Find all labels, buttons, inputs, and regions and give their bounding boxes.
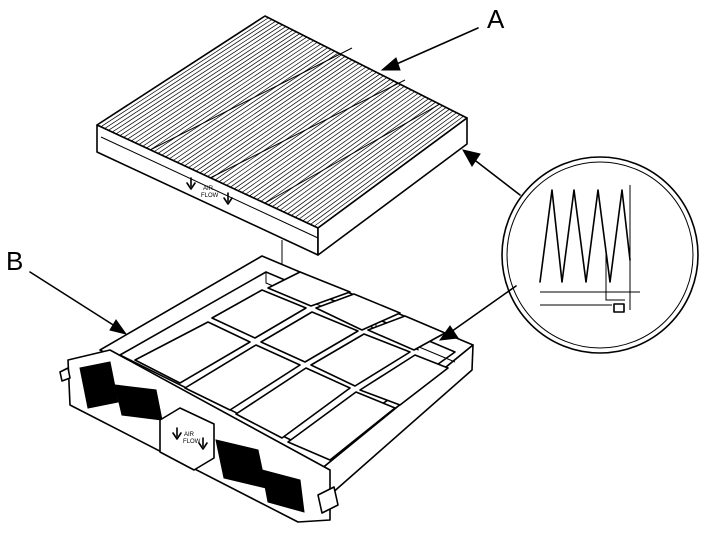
detail-hook bbox=[605, 250, 625, 301]
pleat-line bbox=[100, 17, 269, 128]
leader-detail-housing-arrowhead bbox=[438, 325, 459, 341]
pleat-line bbox=[302, 110, 454, 222]
pleat-line bbox=[203, 64, 363, 176]
pleat-detail-callout bbox=[501, 156, 699, 354]
housing-left-tab bbox=[59, 367, 71, 382]
pleat-line bbox=[142, 36, 307, 147]
pleat-line bbox=[294, 107, 447, 218]
airflow-down-arrow-icon bbox=[198, 437, 208, 450]
pleat-line bbox=[161, 45, 325, 156]
pleat-line bbox=[287, 103, 440, 215]
pleat-line bbox=[184, 56, 346, 167]
cabin-filter-element: AIR FLOW bbox=[96, 15, 468, 256]
pleat-line bbox=[245, 84, 402, 195]
pleat-line bbox=[249, 86, 405, 197]
airflow-down-arrow-icon bbox=[186, 177, 196, 190]
pleat-line bbox=[237, 80, 395, 191]
pleat-line bbox=[256, 89, 412, 200]
pleat-line bbox=[157, 43, 321, 154]
filter-front-edge bbox=[100, 136, 319, 239]
leader-detail-filter-arrowhead bbox=[462, 149, 481, 167]
filter-seams bbox=[149, 47, 441, 204]
leader-a-arrowhead bbox=[380, 57, 401, 71]
pleat-line bbox=[199, 63, 360, 174]
leader-detail-housing bbox=[447, 285, 517, 335]
leader-b bbox=[29, 271, 119, 329]
pleat-line bbox=[134, 33, 301, 144]
filter-side-face bbox=[317, 117, 468, 256]
pleat-line bbox=[306, 112, 457, 223]
pleat-line bbox=[173, 50, 335, 161]
detail-circle-inner bbox=[506, 161, 694, 349]
leader-b-arrowhead bbox=[109, 319, 128, 335]
pleat-line bbox=[104, 19, 273, 129]
pleat-line bbox=[180, 54, 342, 165]
pleat-line bbox=[112, 22, 280, 133]
pleat-line bbox=[176, 52, 339, 163]
pleat-line bbox=[253, 87, 408, 199]
leaders bbox=[29, 27, 521, 341]
housing-right-tab bbox=[317, 486, 339, 514]
callout-a: A bbox=[487, 4, 505, 34]
pleat-line bbox=[146, 38, 311, 149]
detail-circle bbox=[501, 156, 699, 354]
pleat-line bbox=[138, 35, 304, 145]
pleat-line bbox=[119, 26, 287, 136]
pleat-line bbox=[123, 28, 290, 138]
pleat-line bbox=[153, 42, 318, 152]
callout-b: B bbox=[6, 246, 23, 276]
airflow-label-air: AIR bbox=[203, 186, 214, 192]
leader-a bbox=[391, 27, 479, 67]
housing-front-windows bbox=[79, 361, 305, 513]
pleat-line bbox=[222, 73, 381, 184]
pleat-line bbox=[127, 29, 294, 140]
pleat-line bbox=[207, 66, 367, 177]
pleat-line bbox=[279, 100, 433, 211]
airflow-down-arrow-icon bbox=[172, 427, 182, 440]
pleat-line bbox=[169, 49, 332, 160]
airflow-down-arrow-icon bbox=[223, 192, 233, 205]
pleat-line bbox=[188, 57, 349, 168]
filter-pleats bbox=[100, 17, 464, 227]
airflow-label-flow: FLOW bbox=[201, 193, 219, 199]
filter-housing: AIR FLOW bbox=[59, 255, 474, 523]
pleat-line bbox=[192, 59, 353, 170]
pleat-line bbox=[260, 91, 415, 202]
housing-airflow-label-flow: FLOW bbox=[183, 439, 201, 445]
pleat-line bbox=[298, 108, 450, 220]
pleat-line bbox=[264, 93, 419, 204]
housing-airflow-marking: AIR FLOW bbox=[172, 427, 208, 450]
leader-detail-filter bbox=[471, 157, 521, 196]
detail-clip bbox=[613, 303, 625, 313]
pleat-line bbox=[211, 68, 370, 179]
pleat-line bbox=[272, 96, 426, 207]
housing-label-plate bbox=[159, 407, 215, 471]
pleat-line bbox=[233, 79, 391, 190]
filter-top-face bbox=[96, 15, 468, 229]
pleat-line bbox=[165, 47, 328, 158]
pleat-line bbox=[291, 105, 443, 216]
pleat-line bbox=[195, 61, 356, 172]
airflow-marking: AIR FLOW bbox=[186, 177, 233, 205]
housing-airflow-label-air: AIR bbox=[184, 432, 195, 438]
housing-grid bbox=[134, 271, 449, 461]
pleat-line bbox=[241, 82, 398, 193]
pleat-line bbox=[313, 115, 464, 227]
pleat-line bbox=[108, 20, 276, 131]
detail-pleat-zigzag bbox=[539, 189, 631, 283]
pleat-line bbox=[150, 40, 314, 151]
pleat-line bbox=[131, 31, 297, 142]
pleat-line bbox=[218, 71, 377, 183]
pleat-line bbox=[310, 114, 461, 225]
pleat-line bbox=[230, 77, 388, 188]
pleat-line bbox=[115, 24, 283, 135]
